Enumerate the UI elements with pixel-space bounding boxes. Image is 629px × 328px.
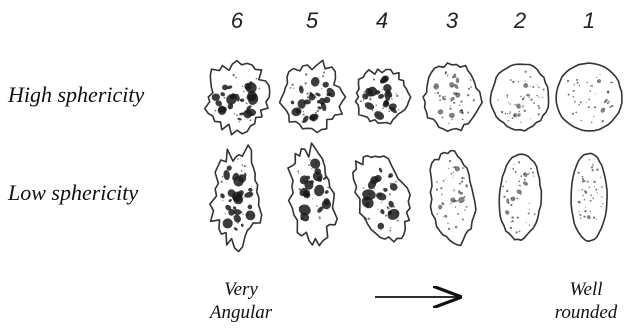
grain-low-sphericity-class-5: [288, 143, 337, 246]
well-rounded-line2: rounded: [546, 301, 626, 324]
grain-low-sphericity-class-6: [210, 145, 262, 251]
well-rounded-label: Well rounded: [546, 278, 626, 324]
very-angular-line2: Angular: [196, 301, 286, 324]
grain-high-sphericity-class-4: [355, 69, 410, 124]
grain-high-sphericity-class-3: [423, 63, 482, 131]
grain-low-sphericity-class-1: [571, 154, 607, 242]
grain-high-sphericity-class-6: [205, 61, 270, 135]
grain-low-sphericity-class-4: [353, 156, 410, 242]
grain-high-sphericity-class-1: [556, 63, 622, 131]
grain-low-sphericity-class-3: [430, 151, 476, 246]
very-angular-label: Very Angular: [196, 278, 286, 324]
grain-low-sphericity-class-2: [499, 154, 541, 240]
grain-high-sphericity-class-5: [280, 60, 346, 132]
very-angular-line1: Very: [196, 278, 286, 301]
well-rounded-line1: Well: [546, 278, 626, 301]
grain-high-sphericity-class-2: [490, 64, 548, 131]
